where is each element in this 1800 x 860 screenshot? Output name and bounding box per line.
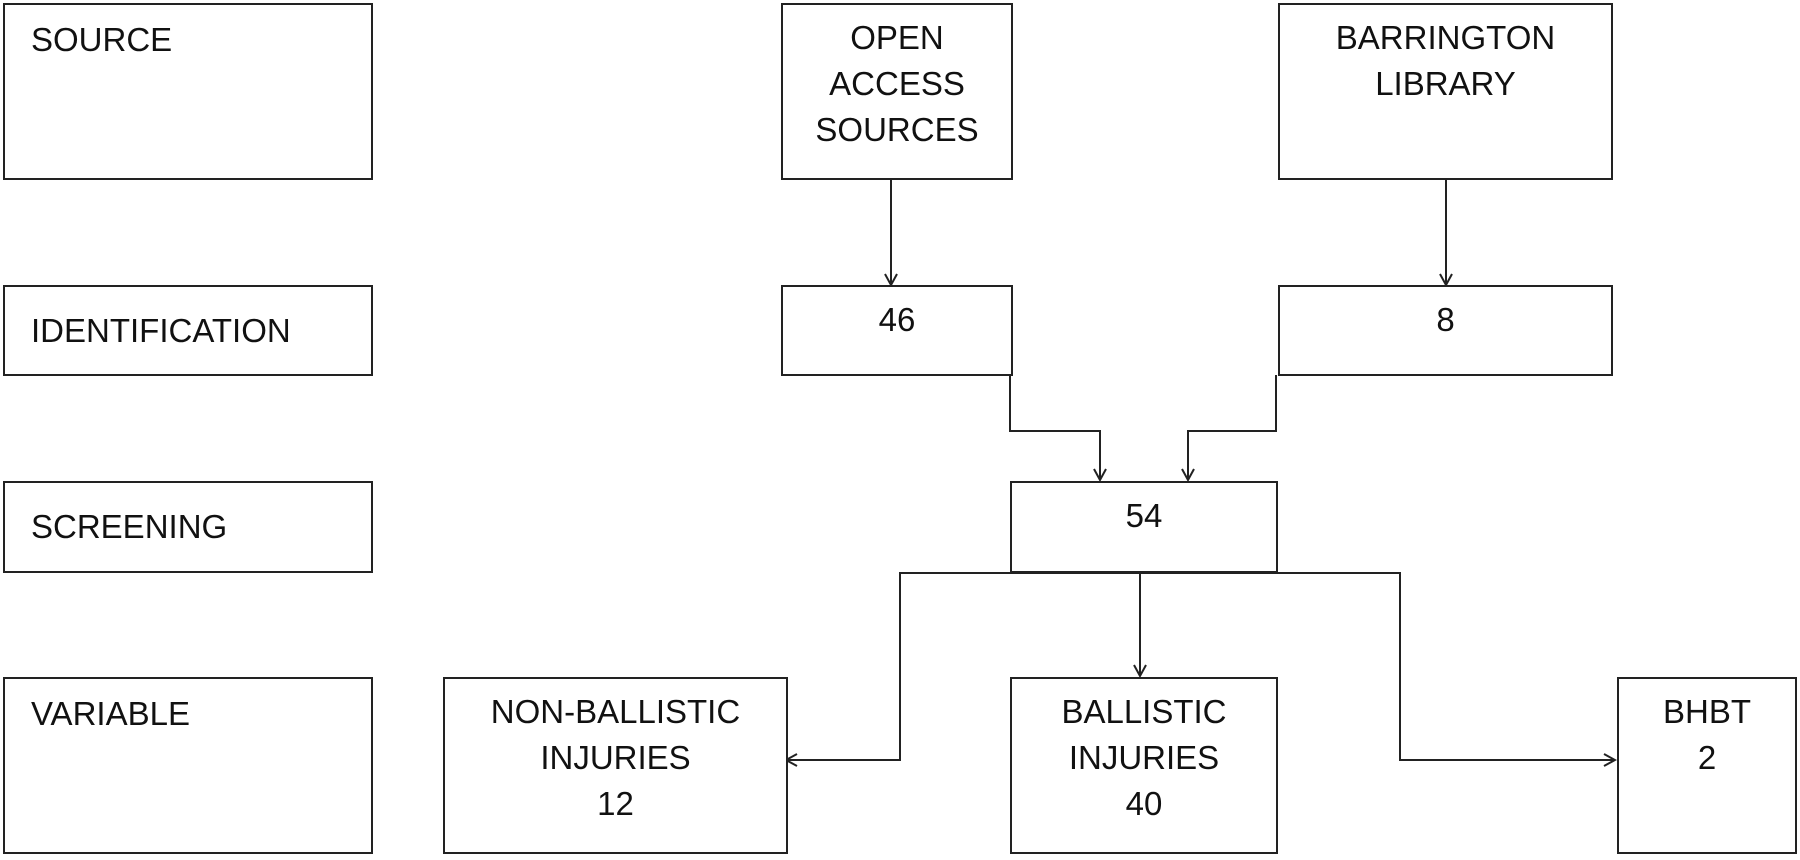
node-barrington-line-1: BARRINGTON [1335,19,1556,56]
node-ballistic-line-1: BALLISTIC [1061,693,1227,730]
node-bhbt-line-1: BHBT [1662,693,1751,730]
arrow-54-to-non-ballistic [786,572,1278,760]
node-open-access-line-2: ACCESS [829,65,965,102]
node-open-access-sources: OPEN ACCESS SOURCES [781,3,1013,180]
stage-identification: IDENTIFICATION [3,285,373,376]
arrow-8-to-54 [1188,375,1277,480]
stage-identification-label: IDENTIFICATION [31,311,291,349]
node-non-ballistic-count: 12 [597,785,634,822]
stage-screening: SCREENING [3,481,373,573]
stage-variable-label: VARIABLE [31,695,190,732]
node-open-access-line-3: SOURCES [815,111,979,148]
node-barrington-line-2: LIBRARY [1375,65,1516,102]
node-screening-total: 54 [1010,481,1278,573]
stage-source: SOURCE [3,3,373,180]
node-identification-open-access-value: 46 [878,301,916,338]
node-bhbt: BHBT 2 [1617,677,1797,854]
arrow-54-to-bhbt [1278,572,1615,760]
node-open-access-line-1: OPEN [850,19,944,56]
stage-variable: VARIABLE [3,677,373,854]
node-non-ballistic-injuries: NON-BALLISTIC INJURIES 12 [443,677,788,854]
stage-source-label: SOURCE [31,21,173,58]
node-ballistic-injuries: BALLISTIC INJURIES 40 [1010,677,1278,854]
node-non-ballistic-line-2: INJURIES [540,739,691,776]
node-non-ballistic-line-1: NON-BALLISTIC [490,693,741,730]
node-identification-open-access: 46 [781,285,1013,376]
node-screening-total-value: 54 [1125,497,1163,534]
node-barrington-library: BARRINGTON LIBRARY [1278,3,1613,180]
stage-screening-label: SCREENING [31,508,228,545]
node-identification-barrington: 8 [1278,285,1613,376]
node-bhbt-count: 2 [1697,739,1717,776]
arrow-46-to-54 [1009,375,1100,480]
node-identification-barrington-value: 8 [1436,301,1455,338]
node-ballistic-line-2: INJURIES [1068,739,1220,776]
node-ballistic-count: 40 [1125,785,1163,822]
